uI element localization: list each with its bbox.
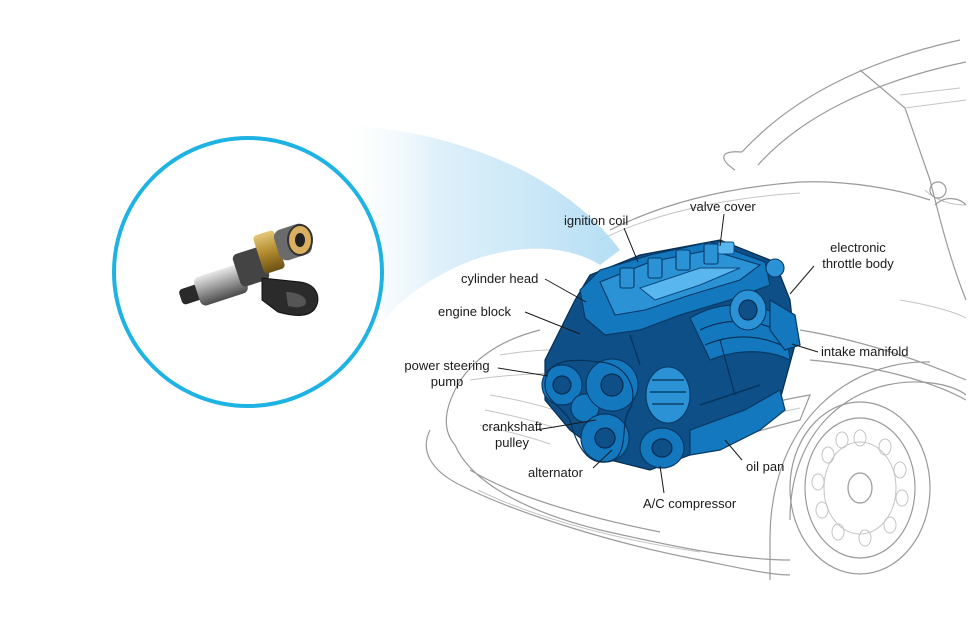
label-crankshaft-pulley-line2: pulley — [495, 435, 529, 450]
leader-engine-block — [524, 311, 581, 335]
car-outline — [425, 39, 967, 580]
engine-illustration — [541, 239, 801, 471]
label-power-steering-pump-line2: pump — [431, 374, 464, 389]
callout-magnifier — [112, 136, 384, 408]
part-labels: ignition coil valve cover electronic thr… — [404, 199, 908, 511]
leader-oil-pan — [724, 439, 743, 461]
label-crankshaft-pulley-line1: crankshaft — [482, 419, 542, 434]
leader-intake-manifold — [791, 343, 819, 353]
label-intake-manifold: intake manifold — [821, 344, 908, 359]
label-oil-pan: oil pan — [746, 459, 784, 474]
label-electronic-throttle-body-line2: throttle body — [822, 256, 894, 271]
callout-beam — [340, 125, 620, 320]
leader-lines — [497, 213, 819, 494]
leader-crankshaft-pulley — [535, 419, 597, 431]
fuel-injector-icon — [179, 223, 319, 316]
leader-power-steering-pump — [497, 367, 549, 377]
leader-valve-cover — [719, 213, 725, 247]
label-valve-cover: valve cover — [690, 199, 756, 214]
leader-ignition-coil — [623, 227, 639, 263]
label-engine-block: engine block — [438, 304, 511, 319]
leader-cylinder-head — [544, 278, 587, 303]
label-electronic-throttle-body-line1: electronic — [830, 240, 886, 255]
leader-electronic-throttle-body — [789, 265, 815, 295]
label-power-steering-pump-line1: power steering — [404, 358, 489, 373]
leader-ac-compressor — [659, 465, 665, 494]
label-cylinder-head: cylinder head — [461, 271, 538, 286]
label-ignition-coil: ignition coil — [564, 213, 628, 228]
label-ac-compressor: A/C compressor — [643, 496, 737, 511]
label-alternator: alternator — [528, 465, 584, 480]
leader-alternator — [592, 449, 613, 469]
